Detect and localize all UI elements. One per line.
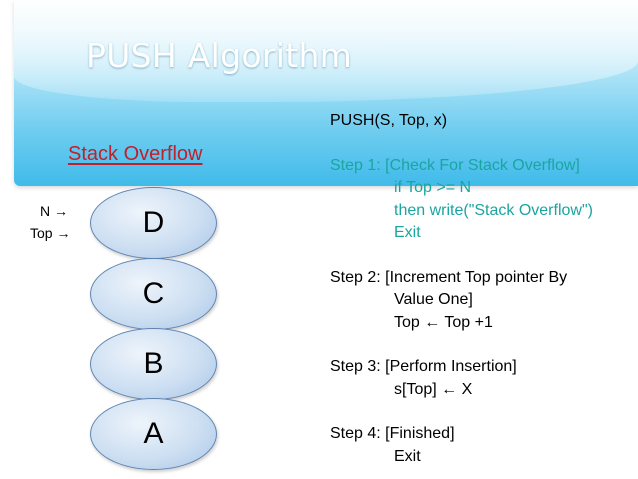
step3-line: s[Top] ← X — [394, 380, 473, 398]
algorithm-signature: PUSH(S, Top, x) — [330, 112, 448, 129]
step2-line: Top ← Top +1 — [394, 313, 493, 331]
step2-line: Value One] — [394, 291, 473, 308]
step1-line: Exit — [394, 224, 421, 241]
push-algorithm-text: PUSH(S, Top, x) Step 1: [Check For Stack… — [330, 110, 636, 468]
step1-line: if Top >= N — [394, 179, 472, 196]
step3-heading: Step 3: [Perform Insertion] — [330, 358, 517, 375]
step2-heading: Step 2: [Increment Top pointer By — [330, 268, 568, 286]
stack-overflow-label: Stack Overflow — [68, 143, 203, 165]
step1-line: then write("Stack Overflow") — [394, 201, 593, 219]
step4-line: Exit — [394, 447, 421, 465]
spacer — [330, 245, 636, 267]
step1-heading: Step 1: [Check For Stack Overflow] — [330, 156, 580, 174]
spacer — [330, 401, 636, 423]
spacer — [330, 133, 636, 155]
n-pointer-label: N → — [40, 203, 68, 219]
stack-node-b: B — [90, 328, 217, 400]
stack-node-c: C — [90, 258, 217, 330]
spacer — [330, 334, 636, 356]
page-title: PUSH Algorithm — [86, 36, 353, 75]
stack-node-d: D — [90, 187, 217, 259]
title-banner — [14, 0, 638, 186]
top-pointer-label: Top → — [30, 225, 71, 241]
step4-heading: Step 4: [Finished] — [330, 425, 455, 442]
stack-node-a: A — [90, 398, 217, 470]
